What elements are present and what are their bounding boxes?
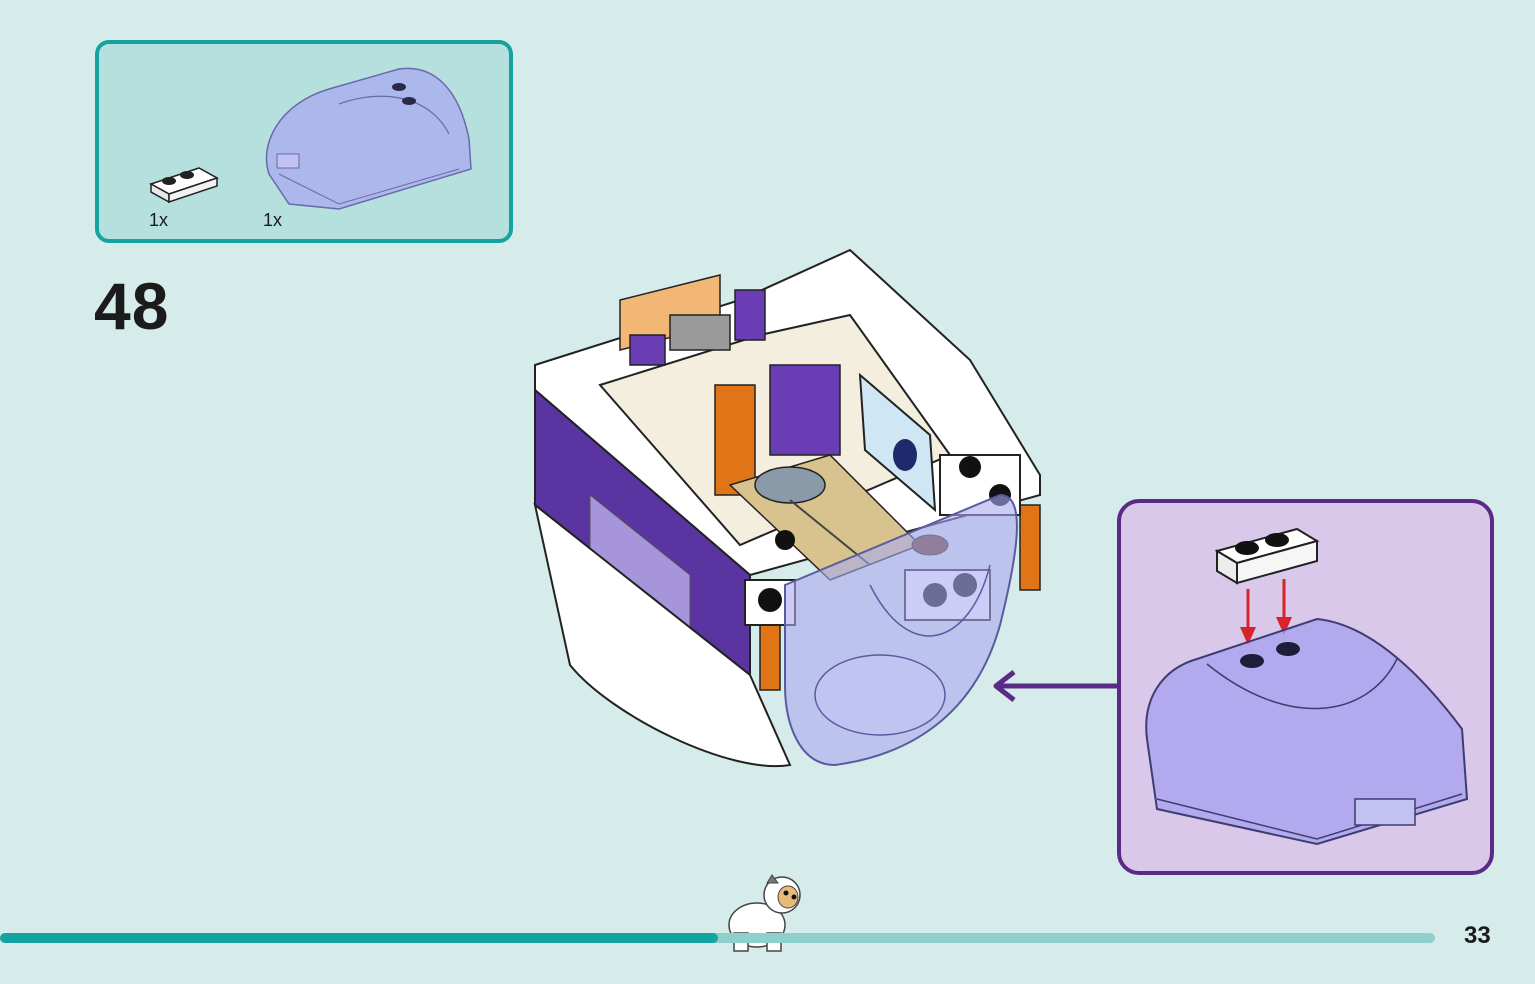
trans-purple-windscreen-icon <box>265 67 472 210</box>
parts-list-box: 1x 1x <box>95 40 513 243</box>
white-plate-1x2-icon <box>149 167 219 204</box>
sub-assembly-callout <box>1117 499 1494 875</box>
part-quantity: 1x <box>263 210 283 230</box>
page-number: 33 <box>1464 922 1491 949</box>
step-number: 48 <box>94 269 170 343</box>
model-illustration <box>533 248 1041 768</box>
pointer-arrow-icon <box>993 670 1120 702</box>
progress-bar <box>0 933 1435 943</box>
part-quantity: 1x <box>149 210 169 230</box>
callout-illustration <box>1145 527 1469 846</box>
progress-fill <box>0 933 718 943</box>
